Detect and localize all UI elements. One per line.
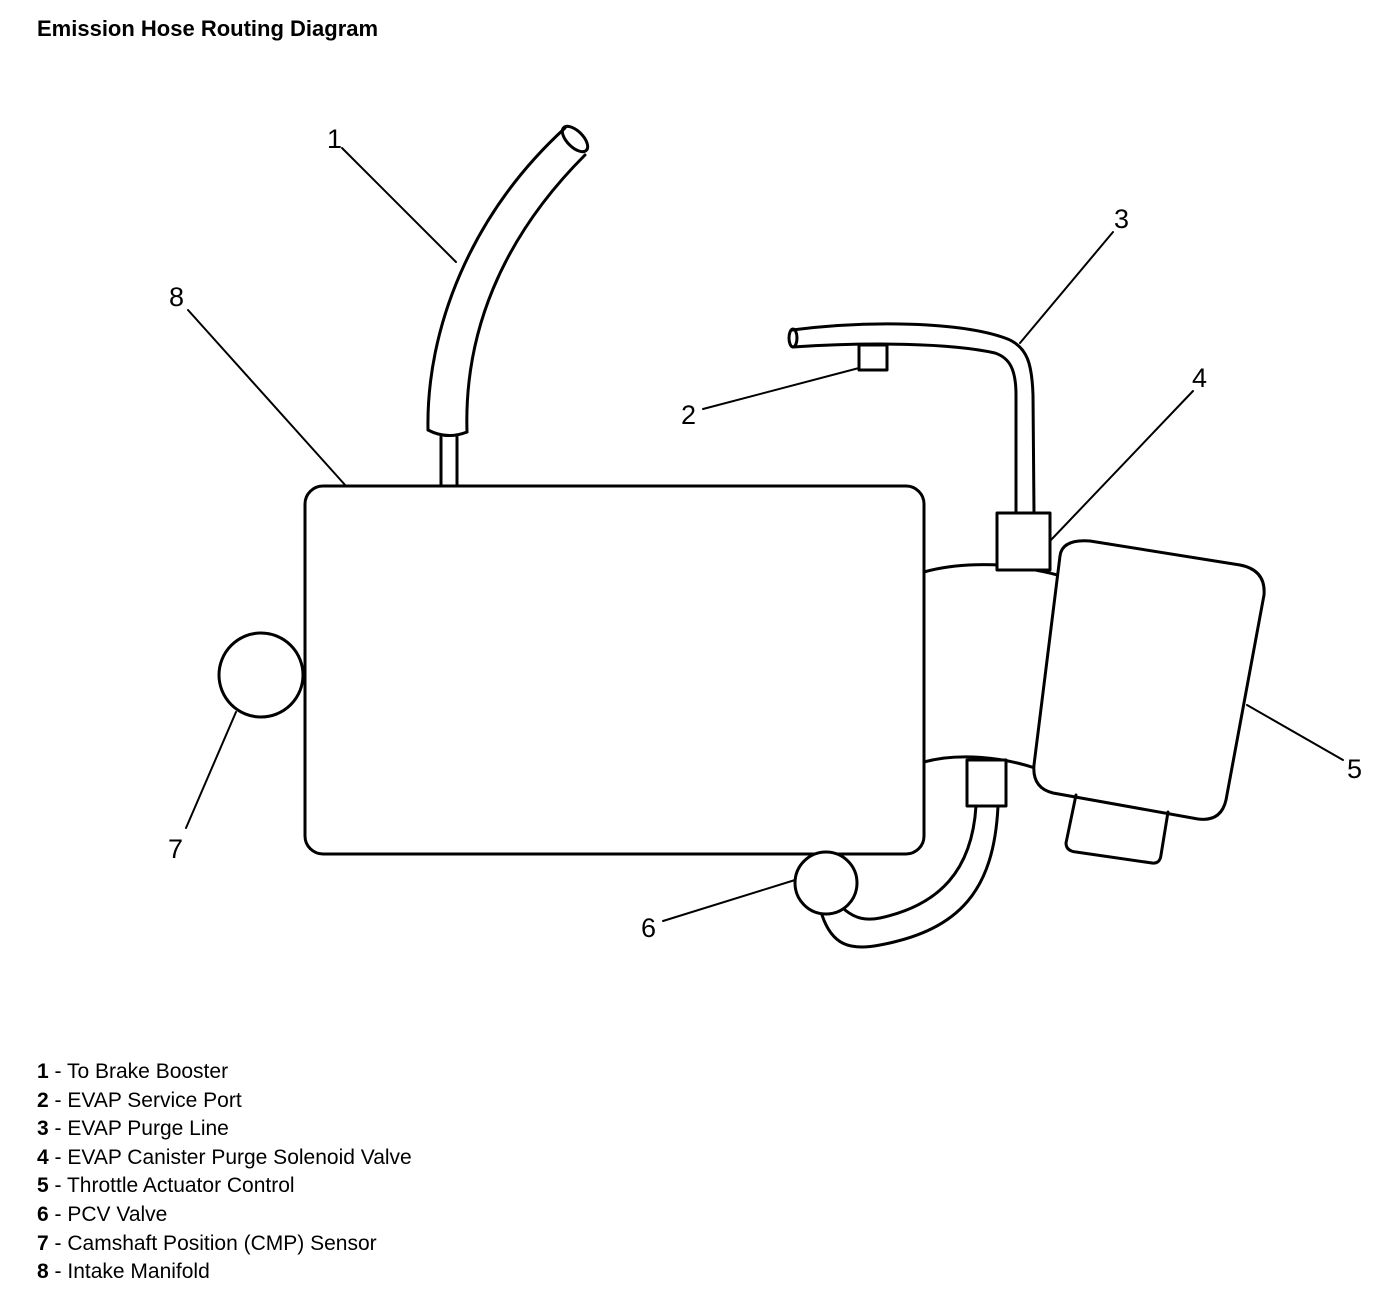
legend-text: EVAP Purge Line (67, 1117, 229, 1141)
callout-2: 2 (681, 400, 696, 430)
intake-manifold (303, 484, 926, 856)
legend-number: 2 (37, 1088, 49, 1112)
evap-purge-line (787, 322, 1036, 515)
legend-number: 5 (37, 1174, 49, 1198)
pcv-hose-inner (843, 804, 978, 921)
purge-line-bottom-edge (791, 342, 1018, 515)
legend-separator: - (48, 1202, 68, 1226)
callout-6: 6 (641, 913, 656, 943)
leader-line-6 (662, 879, 796, 922)
pcv-hose-fitting (965, 758, 1008, 808)
legend-number: 4 (37, 1145, 49, 1169)
legend-number: 3 (37, 1117, 49, 1141)
throttle-actuator-control (1032, 539, 1266, 865)
callout-5: 5 (1347, 754, 1362, 784)
purge-line-open-end (787, 327, 799, 349)
legend-separator: - (48, 1145, 68, 1169)
throttle-actuator-housing (1032, 539, 1266, 821)
cmp-sensor (217, 631, 305, 719)
callout-7: 7 (168, 834, 183, 864)
legend-separator: - (48, 1088, 68, 1112)
legend-separator: - (48, 1231, 68, 1255)
diagram-title: Emission Hose Routing Diagram (37, 16, 379, 41)
evap-purge-solenoid (995, 511, 1052, 572)
throttle-actuator-connector (1064, 793, 1170, 865)
legend-separator: - (48, 1060, 67, 1083)
legend-item: 5 - Throttle Actuator Control (37, 1172, 412, 1201)
legend-text: Camshaft Position (CMP) Sensor (67, 1231, 377, 1255)
purge-line-top-edge (790, 322, 1036, 515)
callout-3: 3 (1114, 204, 1129, 234)
hose-routing-diagram: 1 2 3 4 5 6 7 8 (168, 124, 1362, 949)
evap-service-port (857, 343, 889, 372)
legend-number: 6 (37, 1202, 49, 1226)
legend-item: 7 - Camshaft Position (CMP) Sensor (37, 1230, 412, 1259)
brake-hose-bottom (426, 428, 469, 437)
legend-number: 7 (37, 1231, 49, 1255)
legend-text: EVAP Service Port (67, 1088, 242, 1112)
legend-separator: - (48, 1117, 68, 1141)
legend-text: PCV Valve (67, 1202, 168, 1226)
legend-number: 1 (37, 1060, 49, 1083)
leader-line-4 (1049, 390, 1194, 542)
leader-line-7 (185, 711, 237, 829)
legend-text: To Brake Booster (66, 1060, 229, 1083)
leader-lines (185, 147, 1344, 922)
leader-line-5 (1246, 704, 1344, 761)
legend-number: 8 (37, 1260, 49, 1284)
callout-1: 1 (327, 124, 342, 154)
legend-separator: - (48, 1260, 68, 1284)
brake-hose-left-edge (426, 126, 567, 432)
legend: 1 - To Brake Booster 2 - EVAP Service Po… (37, 1058, 412, 1287)
callout-8: 8 (169, 282, 184, 312)
legend-item: 3 - EVAP Purge Line (37, 1115, 412, 1144)
legend-item: 6 - PCV Valve (37, 1201, 412, 1230)
pcv-hose-outer (820, 804, 1000, 949)
callout-4: 4 (1192, 363, 1207, 393)
pcv-hose (793, 758, 1008, 949)
legend-item: 1 - To Brake Booster (37, 1058, 412, 1087)
legend-item: 8 - Intake Manifold (37, 1258, 412, 1287)
pcv-valve (793, 850, 859, 916)
legend-text: EVAP Canister Purge Solenoid Valve (67, 1145, 412, 1169)
leader-line-1 (341, 147, 457, 263)
brake-hose-right-edge (465, 153, 587, 434)
brake-booster-hose (426, 124, 590, 488)
legend-text: Throttle Actuator Control (66, 1174, 295, 1198)
legend-item: 2 - EVAP Service Port (37, 1087, 412, 1116)
brake-hose-open-end (560, 124, 590, 154)
legend-item: 4 - EVAP Canister Purge Solenoid Valve (37, 1144, 412, 1173)
leader-line-8 (187, 309, 347, 487)
throttle-neck-bottom (922, 755, 1037, 770)
legend-separator: - (48, 1174, 67, 1198)
leader-line-3 (1019, 231, 1114, 344)
legend-text: Intake Manifold (67, 1260, 210, 1284)
leader-line-2 (702, 367, 860, 410)
